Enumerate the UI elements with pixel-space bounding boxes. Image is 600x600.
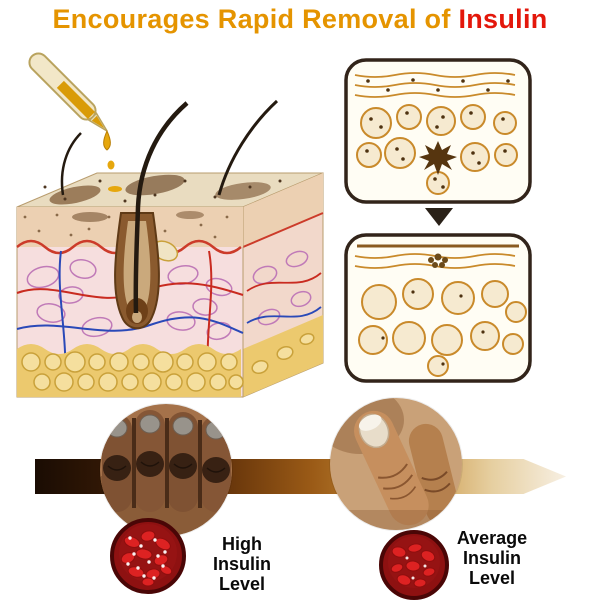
skin-cells (356, 104, 518, 195)
high-insulin-cells-icon (108, 516, 188, 596)
label-line: Insulin (213, 554, 271, 575)
label-line: Level (218, 574, 266, 595)
label-line: Level (468, 568, 516, 589)
down-arrow-icon (424, 208, 454, 226)
fat-bubbles (21, 351, 244, 392)
label-line: Average (456, 528, 528, 548)
serum-droplet (103, 129, 111, 151)
surface-clump (428, 253, 448, 268)
debris-dots (366, 78, 510, 92)
title-main: Encourages Rapid Removal of (52, 4, 459, 34)
label-line: High (222, 534, 262, 554)
skin-side-face (242, 172, 324, 398)
dark-knuckles (103, 451, 230, 483)
clog-starburst (419, 141, 457, 175)
label-line: Insulin (463, 548, 521, 569)
average-insulin-label: Average Insulin Level (440, 528, 544, 588)
crystal-dots (126, 536, 167, 580)
serum-dropper-icon (28, 52, 122, 192)
skin-cells (358, 278, 527, 377)
title-highlight: Insulin (458, 4, 548, 34)
main-finger (354, 410, 429, 526)
average-insulin-photo (330, 398, 462, 530)
hairs (60, 99, 279, 314)
cell-panel-before (343, 57, 533, 205)
back-finger (408, 423, 460, 526)
cell-panel-after (343, 232, 533, 384)
page-title: Encourages Rapid Removal of Insulin (0, 4, 600, 35)
dermis-mesh (26, 259, 233, 341)
skin-cross-section-illustration (5, 45, 335, 405)
high-insulin-label: High Insulin Level (196, 534, 288, 594)
skin-diagram-svg (16, 52, 324, 398)
average-insulin-cells-icon (377, 528, 451, 600)
